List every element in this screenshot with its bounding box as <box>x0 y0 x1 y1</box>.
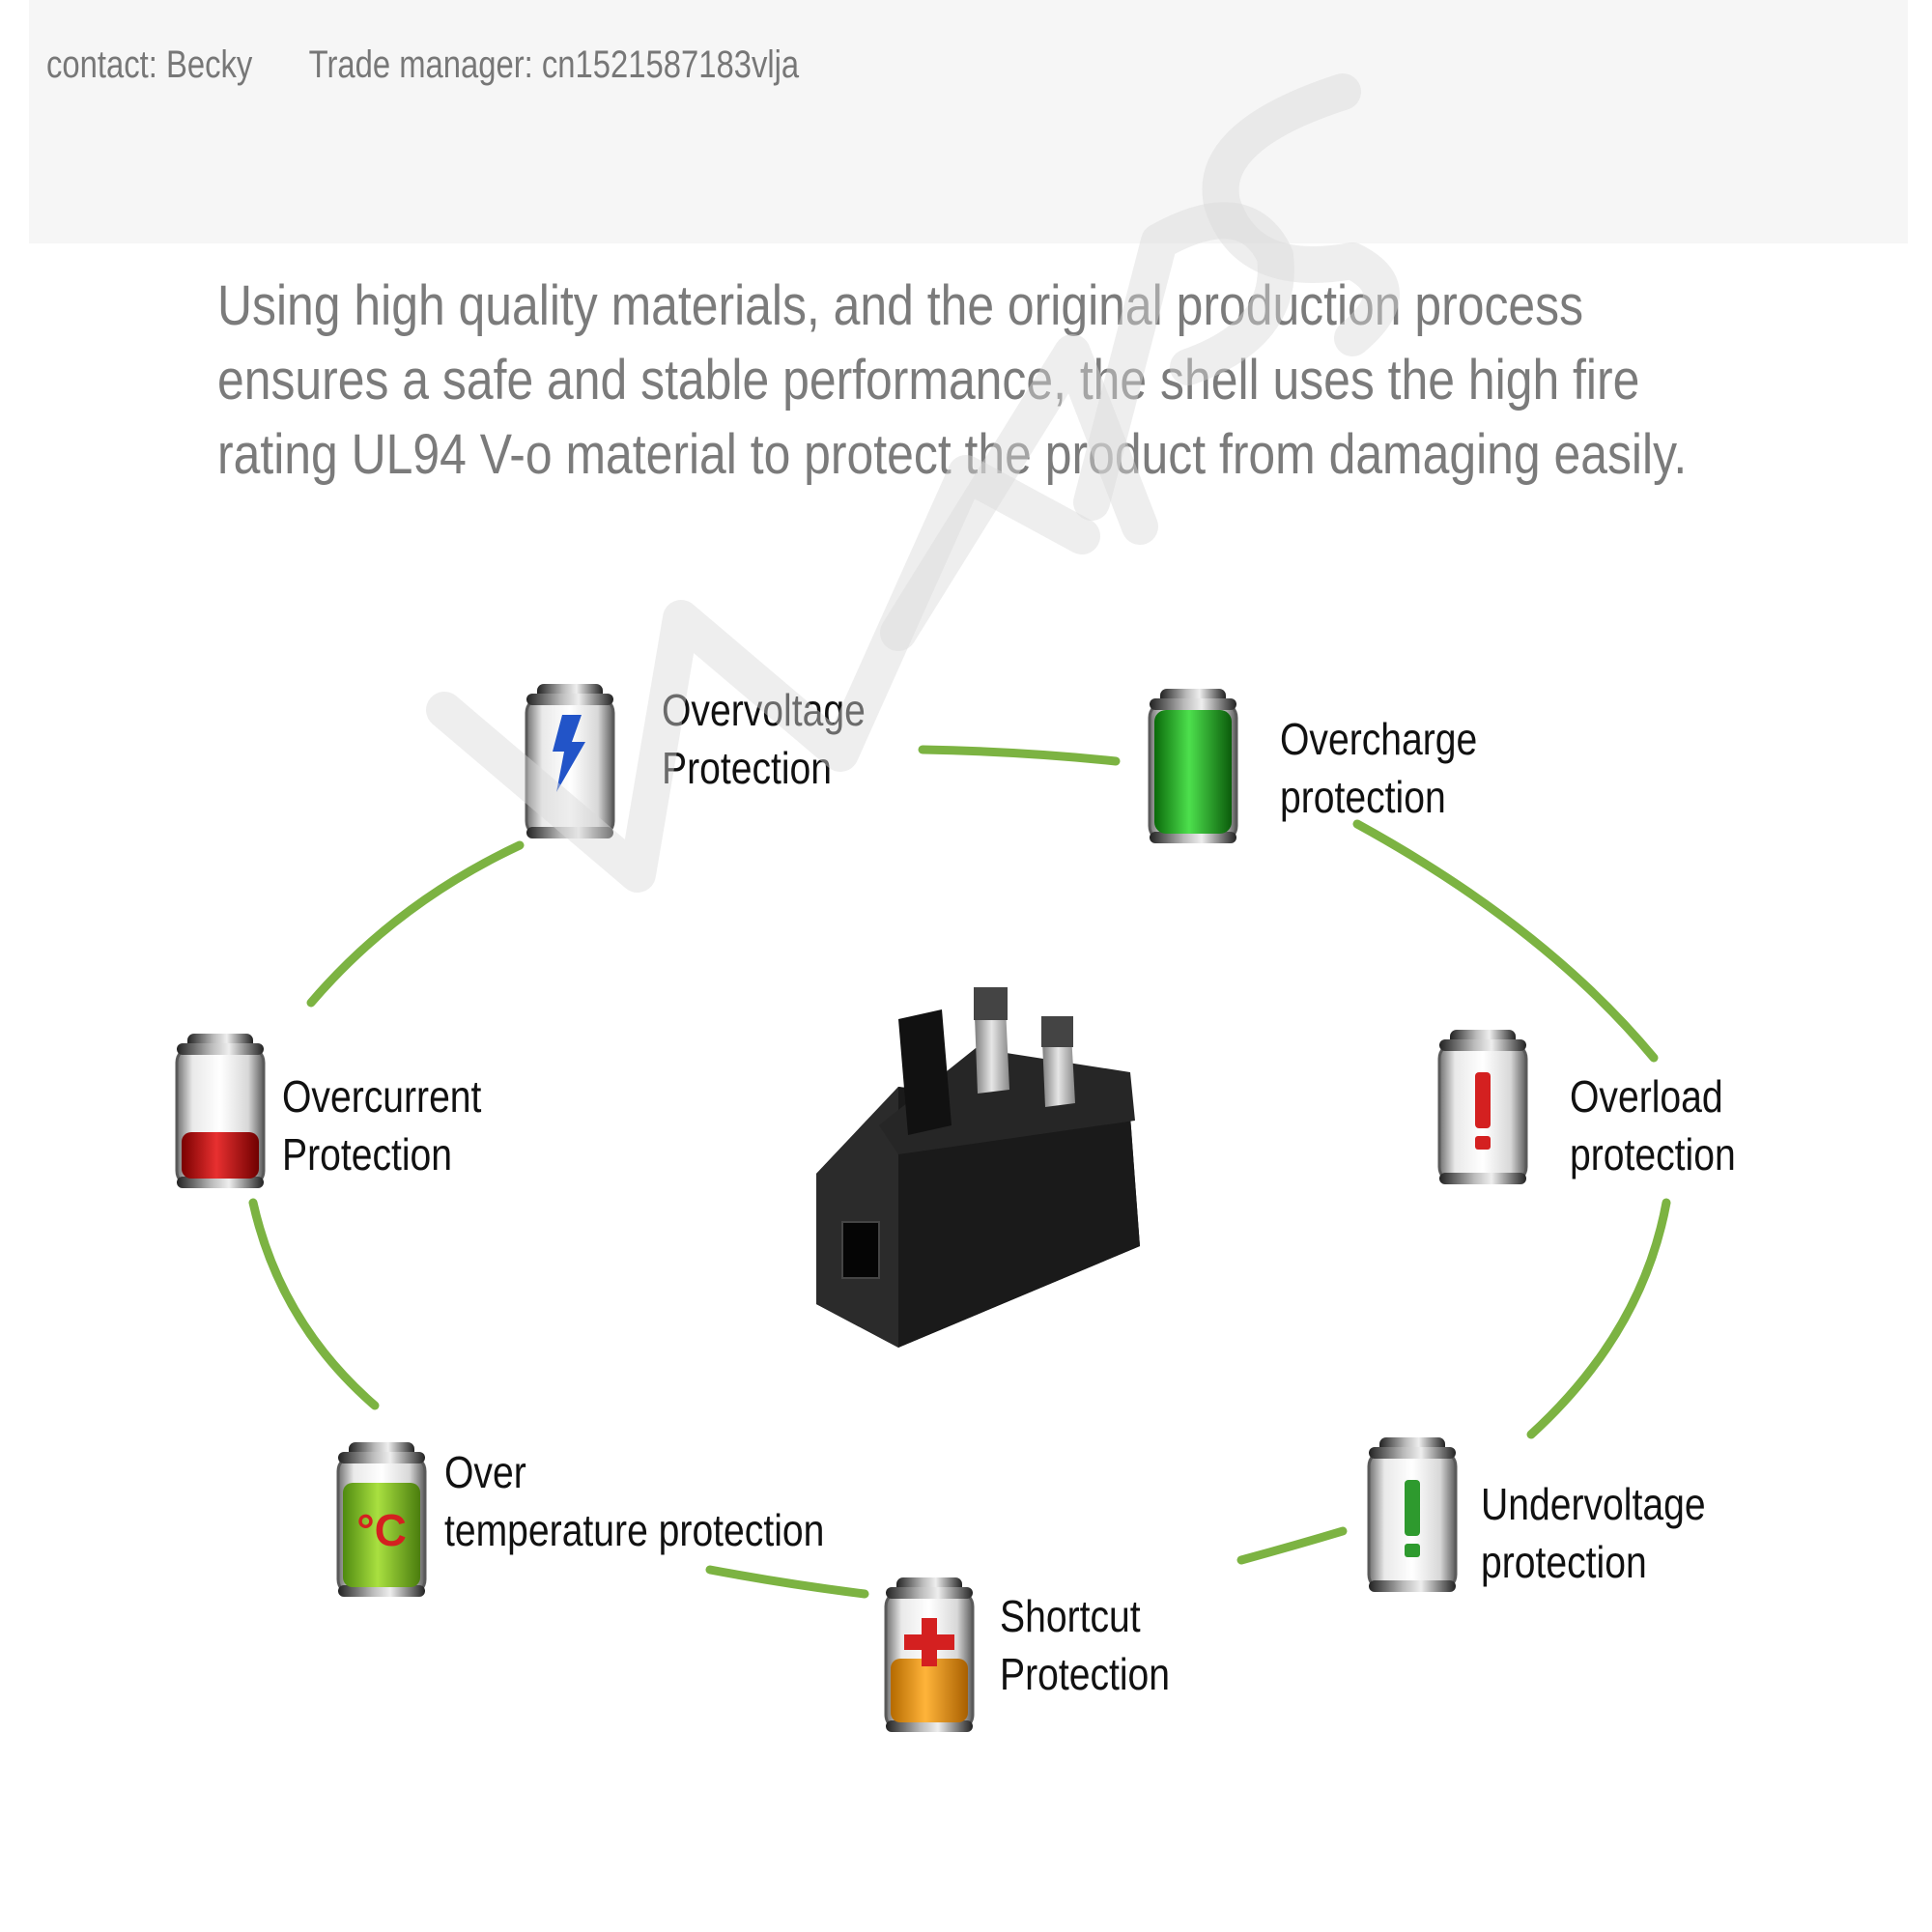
intro-line: rating UL94 V-o material to protect the … <box>217 423 1688 486</box>
battery-exclamation-red-icon <box>1437 1028 1528 1186</box>
label-line: Overcharge <box>1280 714 1478 764</box>
cycle-arcs <box>248 745 1671 1599</box>
protection-label-undervoltage: Undervoltage protection <box>1481 1475 1706 1591</box>
label-line: protection <box>1280 772 1446 822</box>
header-band <box>29 0 1908 243</box>
intro-line: Using high quality materials, and the or… <box>217 274 1584 337</box>
protection-label-overcurrent: Overcurrent Protection <box>282 1067 481 1183</box>
label-line: Overvoltage <box>662 685 866 735</box>
battery-celsius-green-icon: °C <box>336 1440 427 1599</box>
battery-full-green-icon <box>1148 687 1238 845</box>
protection-label-overcharge: Overcharge protection <box>1280 710 1477 826</box>
battery-exclamation-green-icon <box>1367 1435 1458 1594</box>
battery-cross-orange-icon <box>884 1576 975 1734</box>
protection-label-overload: Overload protection <box>1570 1067 1736 1183</box>
intro-line: ensures a safe and stable performance, t… <box>217 349 1640 412</box>
label-line: protection <box>1570 1129 1736 1179</box>
arc-segment <box>1236 1526 1348 1565</box>
svg-text:°C: °C <box>356 1505 407 1555</box>
battery-lightning-icon <box>525 682 615 840</box>
label-line: Overcurrent <box>282 1071 482 1122</box>
contact-line: contact: Becky Trade manager: cn15215871… <box>46 43 799 87</box>
label-line: Over <box>444 1447 526 1497</box>
earth-pin <box>898 1009 952 1135</box>
intro-paragraph: Using high quality materials, and the or… <box>217 269 1688 492</box>
label-line: Protection <box>282 1129 453 1179</box>
uk-plug-charger-image <box>816 987 1140 1348</box>
label-line: protection <box>1481 1537 1647 1587</box>
arc-segment <box>248 1198 380 1410</box>
label-line: Protection <box>1000 1649 1171 1699</box>
protection-label-over-temperature: Over temperature protection <box>444 1443 824 1559</box>
battery-low-red-icon <box>175 1032 266 1190</box>
protection-label-shortcut: Shortcut Protection <box>1000 1587 1170 1703</box>
arc-segment <box>918 745 1121 766</box>
arc-segment <box>1352 819 1659 1063</box>
trade-manager-id: Trade manager: cn1521587183vlja <box>308 43 800 86</box>
label-line: Protection <box>662 743 833 793</box>
arc-segment <box>705 1565 869 1599</box>
arc-segment <box>306 840 525 1008</box>
arc-segment <box>1526 1198 1671 1439</box>
label-line: Shortcut <box>1000 1591 1141 1641</box>
protection-label-overvoltage: Overvoltage Protection <box>662 681 866 797</box>
label-line: Overload <box>1570 1071 1723 1122</box>
label-line: Undervoltage <box>1481 1479 1706 1529</box>
contact-name: contact: Becky <box>46 43 253 86</box>
label-line: temperature protection <box>444 1505 825 1555</box>
